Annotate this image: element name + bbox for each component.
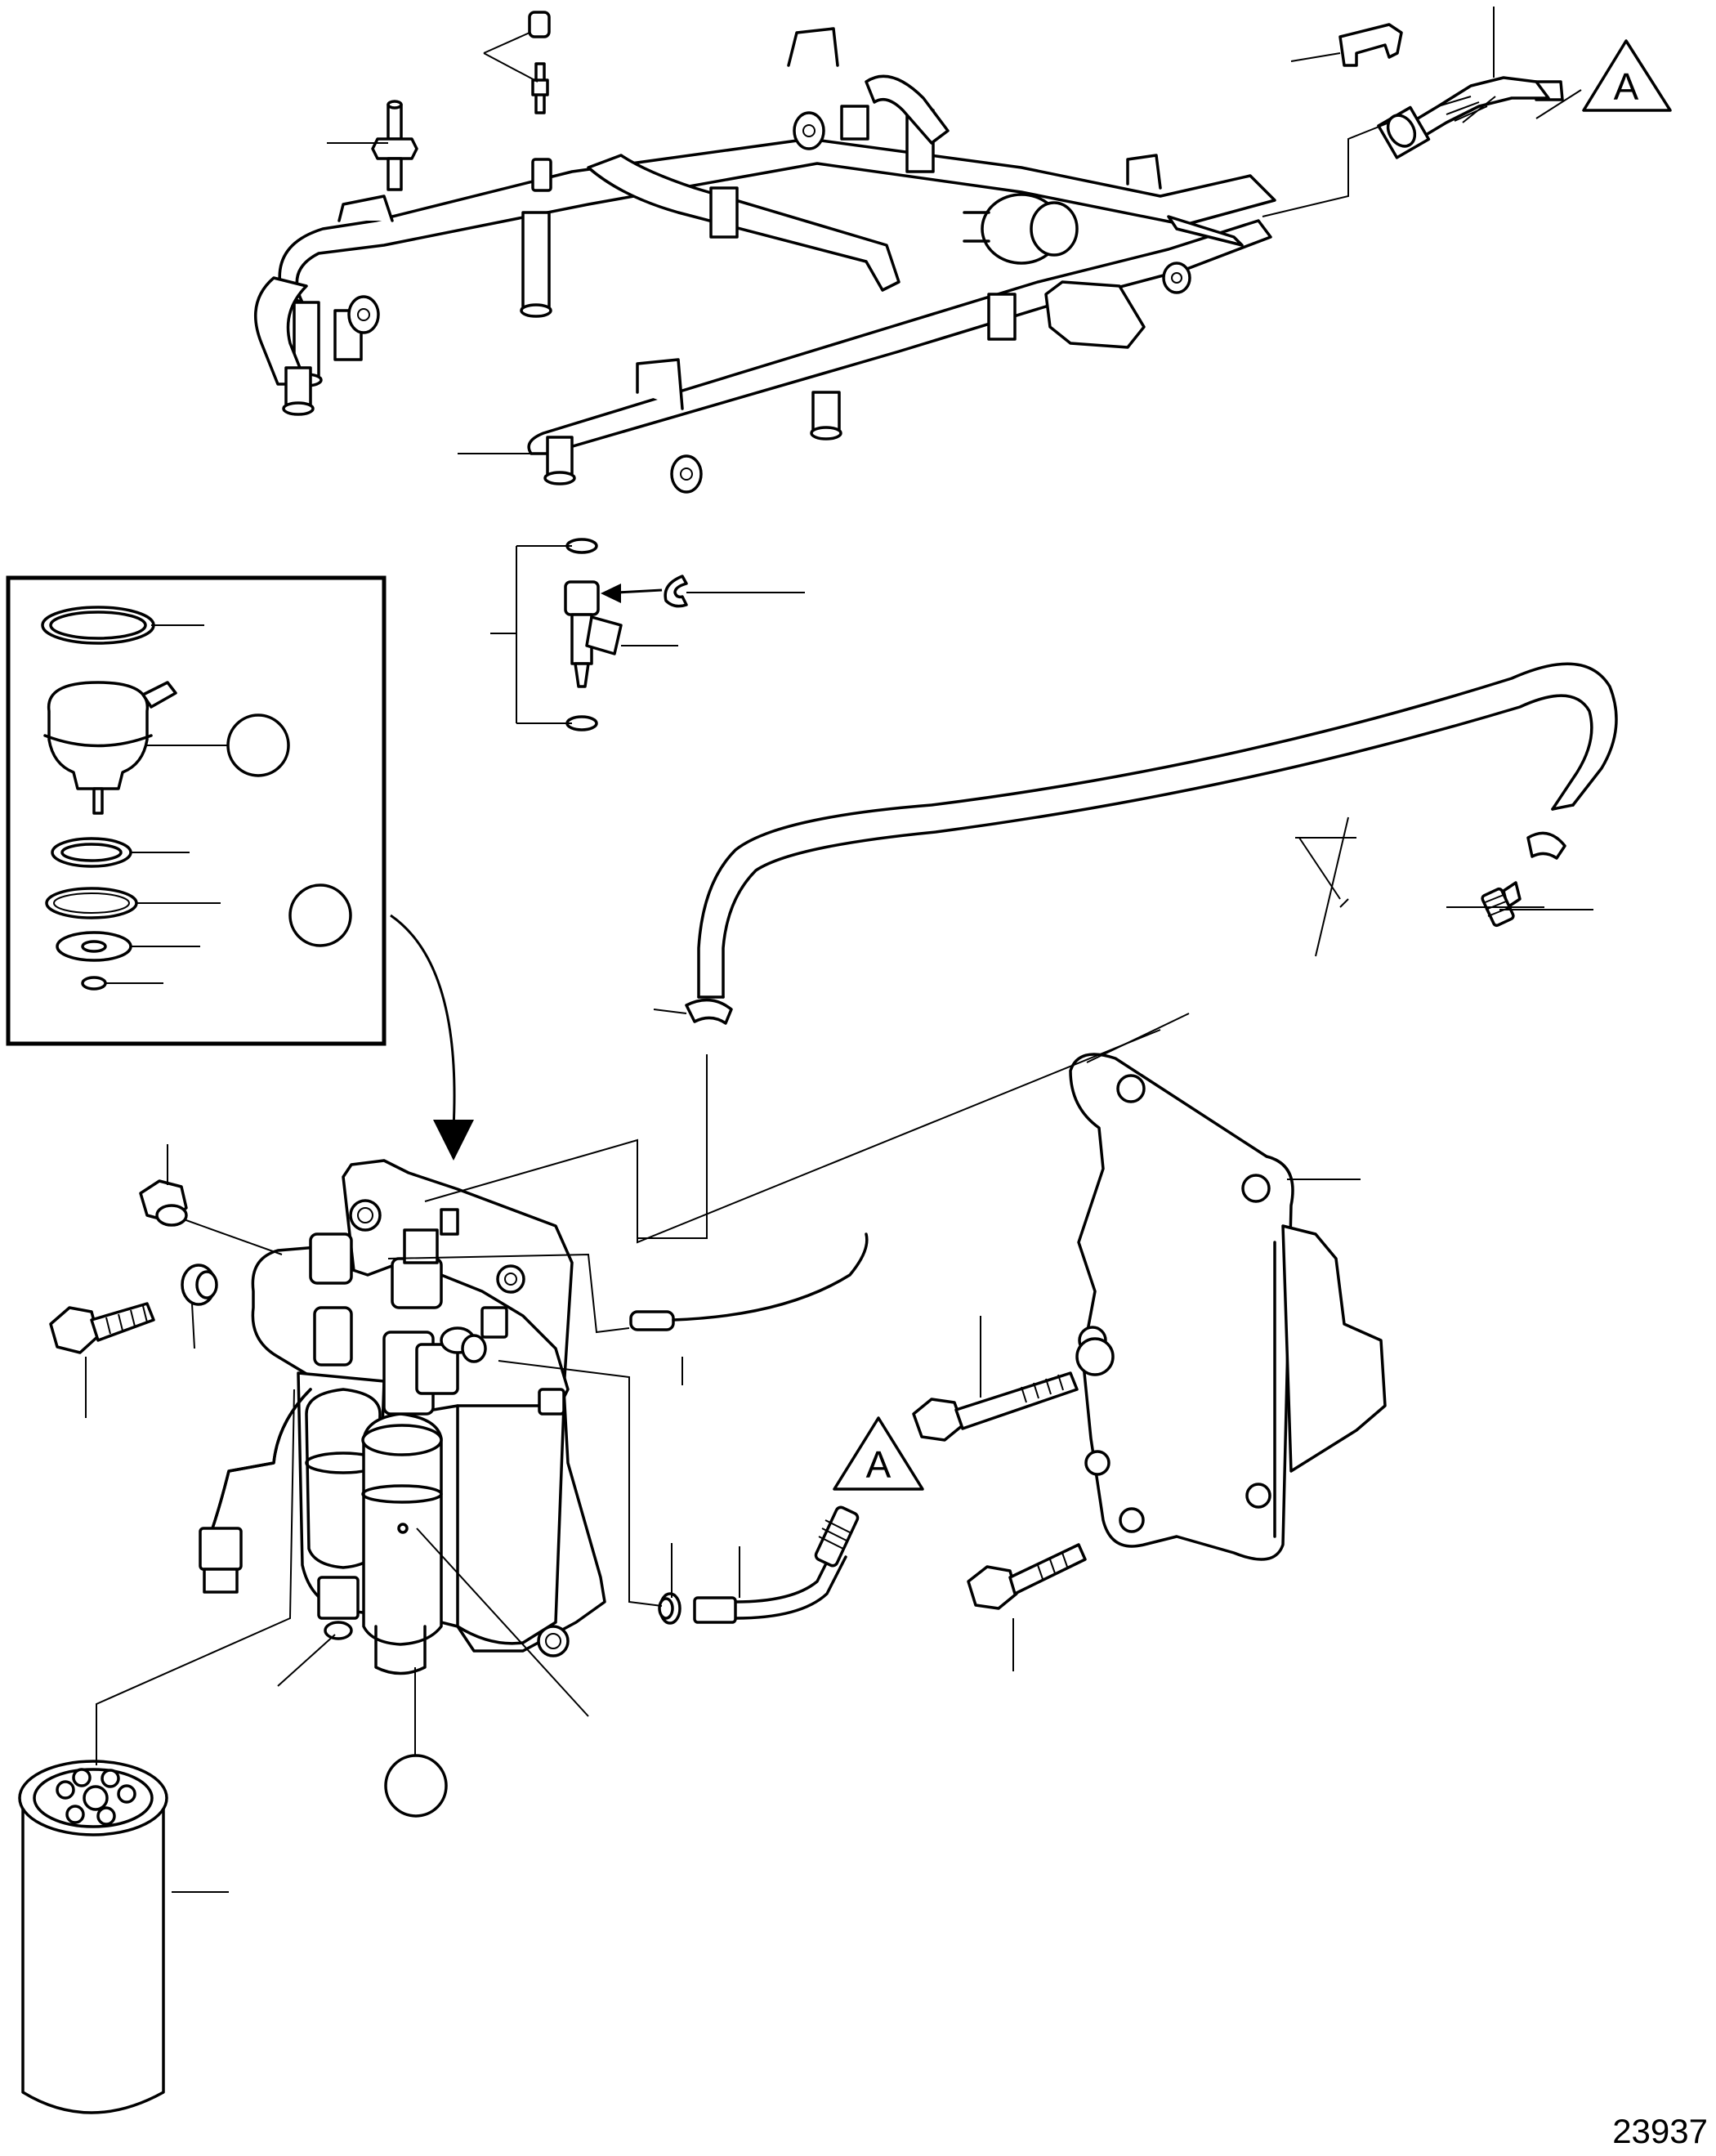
return-fuel-hose: [685, 662, 1618, 1025]
braided-supply-hose: [658, 1505, 860, 1625]
figure-number: 23937: [1612, 2112, 1708, 2150]
fuel-module: [199, 1159, 606, 1675]
adapter-plate: [1069, 1053, 1387, 1561]
fuel-injector: [564, 538, 688, 731]
fuel-filter-cartridge: [18, 1760, 168, 2114]
sensor-lead: [629, 1232, 869, 1331]
callout-circle-bottom: [384, 1754, 448, 1818]
marker-label-a: A: [1614, 65, 1639, 108]
connection-marker-a-top: A: [1582, 39, 1672, 112]
fuel-rail: [254, 27, 1276, 494]
regulator-kit-inset: [6, 575, 387, 1046]
hex-fitting: [139, 1179, 188, 1227]
braided-fuel-hose: [1377, 76, 1564, 159]
retaining-clip-top: [1338, 23, 1403, 67]
assembly-arrow: [390, 914, 474, 1161]
connection-marker-a-mid: A: [833, 1416, 924, 1491]
leader-lines: [85, 7, 1593, 1893]
module-bolt-left: [49, 1302, 155, 1354]
test-valve-parts: [528, 11, 552, 192]
sealing-washer: [181, 1264, 218, 1306]
marker-label-a-mid: A: [866, 1443, 892, 1486]
adapter-bolt-upper: [912, 1371, 1079, 1442]
stud-bolt: [371, 100, 418, 191]
adapter-bolt-lower: [967, 1543, 1087, 1610]
